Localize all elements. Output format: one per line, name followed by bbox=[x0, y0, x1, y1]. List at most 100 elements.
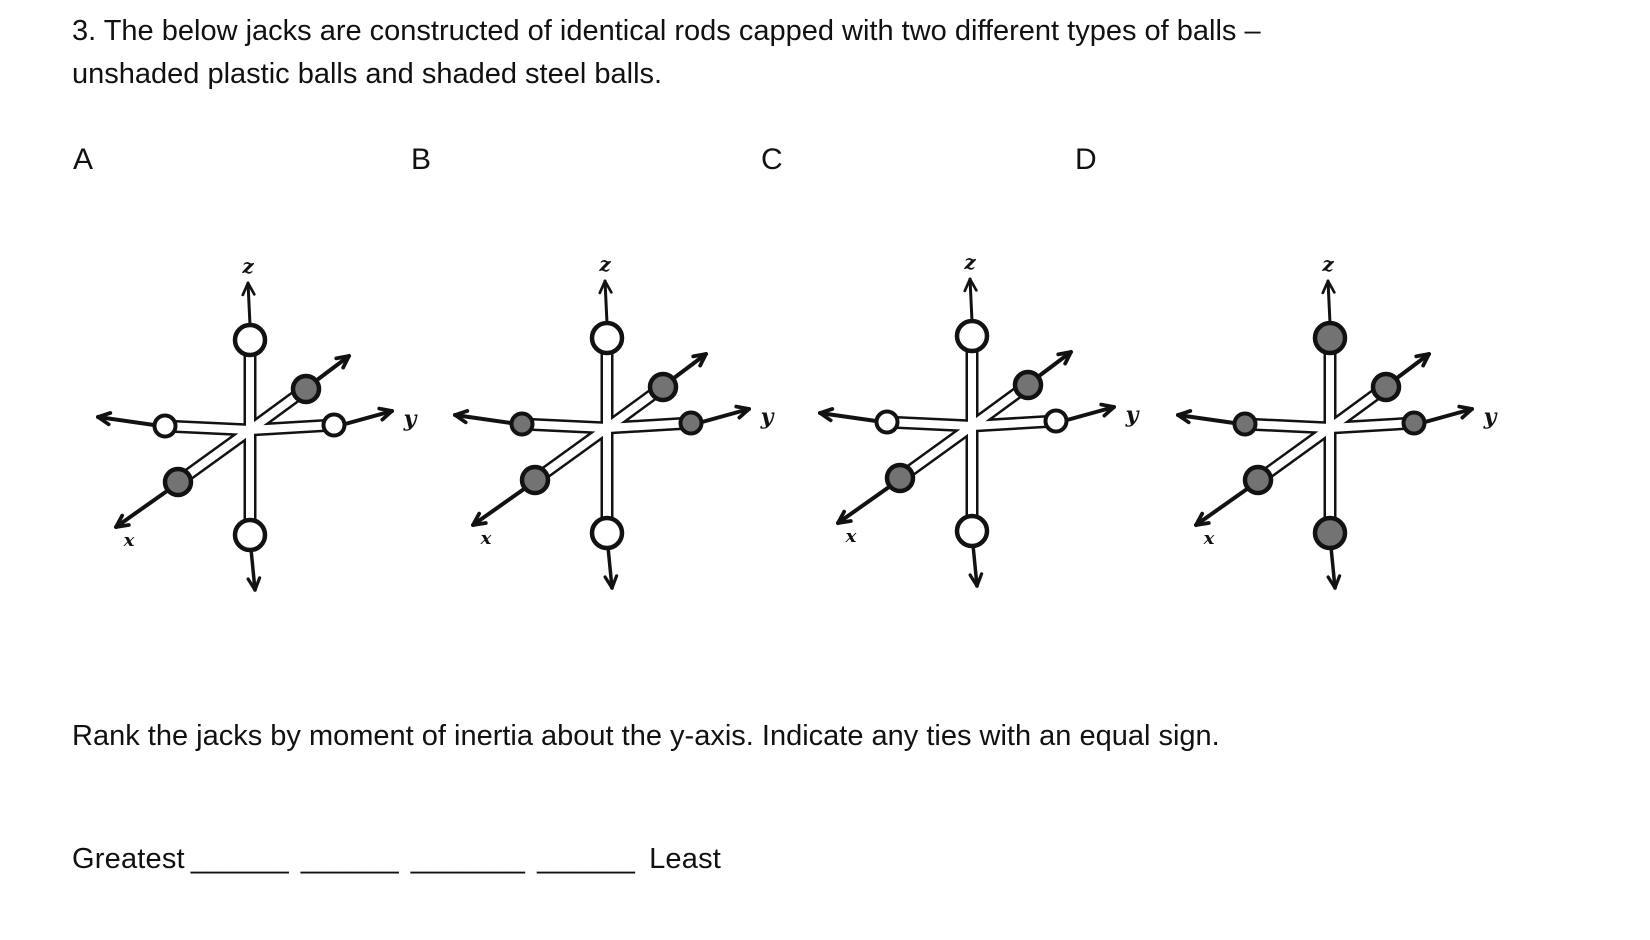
axis-label-horizontal: y bbox=[403, 406, 419, 432]
ball-right-plastic bbox=[321, 412, 347, 438]
axis-arrow bbox=[1329, 545, 1337, 590]
rod-core-left bbox=[883, 418, 976, 430]
axis-arrow bbox=[971, 543, 979, 588]
ball-upper_right-steel bbox=[1012, 369, 1044, 401]
ball-top-plastic bbox=[954, 318, 990, 354]
arrowhead bbox=[1333, 574, 1342, 590]
arrowhead bbox=[610, 574, 619, 590]
ball-left-steel bbox=[509, 411, 535, 437]
axis-label-vertical: z bbox=[598, 253, 611, 276]
jack-label-a: A bbox=[73, 143, 94, 176]
axis-arrow bbox=[96, 415, 156, 427]
arrowhead bbox=[1099, 402, 1116, 409]
ball-left-steel bbox=[1232, 411, 1258, 437]
axis-label-horizontal: y bbox=[1125, 402, 1141, 428]
axis-arrow bbox=[1037, 350, 1073, 378]
axis-label-vertical: z bbox=[963, 251, 976, 274]
axis-arrow bbox=[343, 409, 394, 426]
jack-figure-a: z y x bbox=[96, 255, 419, 592]
axis-arrow bbox=[1176, 413, 1236, 425]
rod-core-left bbox=[1241, 420, 1334, 432]
arrowhead bbox=[114, 523, 131, 529]
rod-core-right bbox=[603, 419, 695, 432]
axis-arrow bbox=[836, 485, 891, 525]
arrowhead bbox=[246, 577, 257, 592]
axis-label-diagonal: x bbox=[123, 530, 135, 551]
arrowhead bbox=[1457, 404, 1474, 411]
arrowhead bbox=[603, 575, 614, 590]
ball-bottom-plastic bbox=[589, 515, 625, 551]
rod-core-right bbox=[246, 421, 338, 434]
answer-line: Greatest_________________________Least bbox=[72, 843, 721, 876]
ball-upper_right-steel bbox=[290, 373, 322, 405]
jack-figure-b: z y x bbox=[453, 253, 776, 590]
axis-arrow bbox=[246, 281, 252, 327]
ball-top-plastic bbox=[232, 322, 268, 358]
axis-label-vertical: z bbox=[1321, 253, 1334, 276]
axis-label-diagonal: x bbox=[845, 526, 857, 547]
axis-arrow bbox=[471, 487, 526, 527]
answer-blank-1: ______ bbox=[190, 843, 289, 875]
axis-label-horizontal: y bbox=[1483, 404, 1499, 430]
ball-bottom-plastic bbox=[954, 513, 990, 549]
arrowhead bbox=[598, 279, 607, 295]
problem-statement: 3. The below jacks are constructed of id… bbox=[72, 10, 1572, 96]
arrowhead bbox=[1321, 279, 1330, 295]
axis-label-diagonal: x bbox=[480, 528, 492, 549]
arrowhead bbox=[603, 279, 613, 294]
ball-lower_left-steel bbox=[162, 466, 194, 498]
arrowhead bbox=[1326, 279, 1336, 294]
ball-top-steel bbox=[1312, 320, 1348, 356]
arrowhead bbox=[334, 354, 351, 361]
axis-arrow bbox=[453, 413, 513, 425]
arrowhead bbox=[246, 281, 256, 296]
axis-arrow bbox=[818, 411, 878, 423]
arrowhead bbox=[963, 277, 972, 293]
arrowhead bbox=[471, 521, 488, 527]
arrowhead bbox=[691, 352, 708, 359]
axis-arrow bbox=[968, 277, 974, 323]
arrowhead bbox=[1056, 350, 1073, 357]
arrowhead bbox=[1176, 413, 1191, 425]
jack-label-d: D bbox=[1075, 143, 1097, 176]
ball-right-steel bbox=[1401, 410, 1427, 436]
axis-label-vertical: z bbox=[241, 255, 254, 278]
ball-lower_left-steel bbox=[1242, 464, 1274, 496]
jack-label-b: B bbox=[411, 143, 432, 176]
problem-statement-line2: unshaded plastic balls and shaded steel … bbox=[72, 58, 663, 90]
ball-upper_right-steel bbox=[647, 371, 679, 403]
ball-right-plastic bbox=[1043, 408, 1069, 434]
arrowhead bbox=[975, 572, 984, 588]
arrowhead bbox=[241, 281, 250, 297]
axis-arrow bbox=[114, 489, 169, 529]
axis-arrow bbox=[1423, 407, 1474, 424]
answer-blank-2: ______ bbox=[300, 843, 399, 875]
ball-top-plastic bbox=[589, 320, 625, 356]
greatest-label: Greatest bbox=[72, 843, 185, 875]
arrowhead bbox=[1326, 575, 1337, 590]
ball-bottom-steel bbox=[1312, 515, 1348, 551]
arrowhead bbox=[377, 406, 394, 413]
axis-arrow bbox=[606, 545, 614, 590]
ball-left-plastic bbox=[874, 409, 900, 435]
answer-blank-4: ______ bbox=[537, 843, 636, 875]
arrowhead bbox=[818, 411, 833, 423]
arrowhead bbox=[968, 277, 978, 292]
axis-label-diagonal: x bbox=[1203, 528, 1215, 549]
jack-label-c: C bbox=[761, 143, 783, 176]
question-prompt: Rank the jacks by moment of inertia abou… bbox=[72, 720, 1220, 752]
arrowhead bbox=[253, 576, 262, 592]
rod-core-left bbox=[161, 422, 254, 434]
least-label: Least bbox=[649, 843, 722, 875]
problem-statement-line1: 3. The below jacks are constructed of id… bbox=[72, 15, 1261, 47]
axis-arrow bbox=[603, 279, 609, 325]
axis-label-horizontal: y bbox=[760, 404, 776, 430]
arrowhead bbox=[968, 573, 979, 588]
jack-figure-d: z y x bbox=[1176, 253, 1499, 590]
axis-arrow bbox=[1326, 279, 1332, 325]
ball-left-plastic bbox=[152, 413, 178, 439]
ball-right-steel bbox=[678, 410, 704, 436]
rod-core-right bbox=[1326, 419, 1418, 432]
arrowhead bbox=[453, 413, 468, 425]
rod-core-left bbox=[518, 420, 611, 432]
